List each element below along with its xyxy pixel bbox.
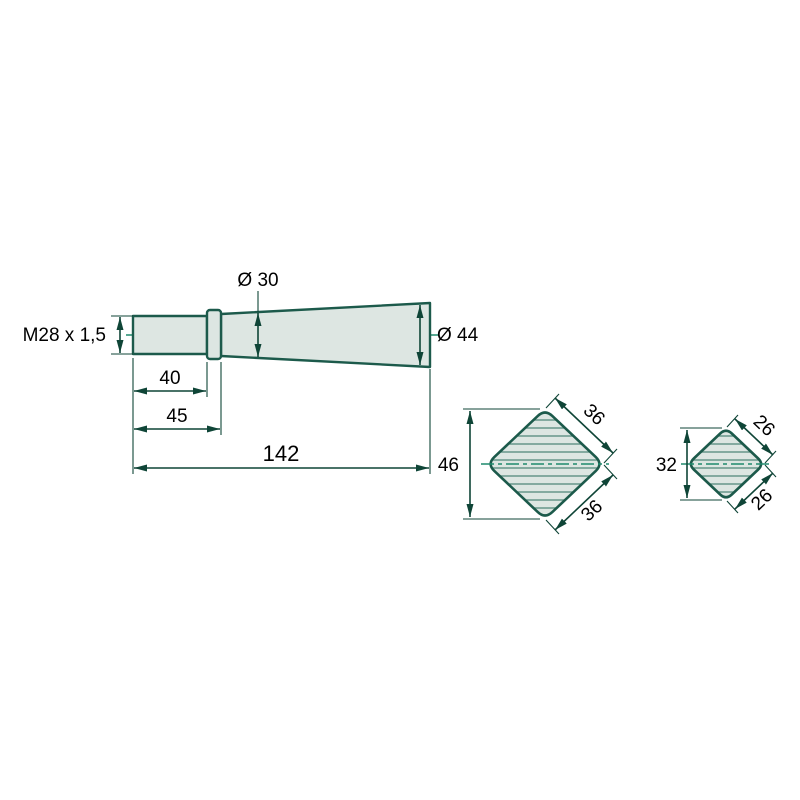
dim40-label: 40: [159, 368, 180, 389]
dim45-label: 45: [166, 406, 187, 427]
dim142-label: 142: [263, 441, 300, 466]
collar: [205, 308, 223, 361]
cross-section-large: 46 36 36: [438, 393, 618, 535]
small-edge-bottom-label: 26: [747, 485, 777, 515]
small-edge-top-dimension-line: [734, 418, 774, 456]
large-edge-top-extension-2: [603, 448, 618, 464]
small-edge-bottom-dimension-line: [734, 472, 774, 510]
large-edge-bottom-extension-2: [603, 464, 618, 480]
cross-section-small: 32 26 26: [656, 411, 779, 515]
threaded-shank: [131, 314, 209, 356]
large-edge-bottom-extension-1: [545, 519, 560, 535]
dia30-label: Ø 30: [237, 270, 278, 291]
large-edge-bottom-dimension-line: [554, 474, 614, 531]
large-height-label: 46: [438, 455, 459, 476]
large-edge-top-dimension-line: [554, 397, 614, 454]
small-edge-top-extension-2: [764, 450, 777, 464]
small-edge-bottom-extension-2: [764, 464, 777, 478]
side-view: M28 x 1,5 Ø 30 Ø 44 40 45 142: [23, 270, 479, 474]
large-edge-bottom-label: 36: [577, 496, 607, 526]
thread-label: M28 x 1,5: [23, 325, 106, 346]
small-edge-bottom-extension-1: [726, 500, 739, 514]
small-edge-top-extension-1: [726, 414, 739, 428]
large-edge-top-extension-1: [545, 393, 560, 409]
small-height-label: 32: [656, 455, 677, 476]
conical-body: [219, 301, 432, 369]
dia44-label: Ø 44: [437, 325, 479, 346]
